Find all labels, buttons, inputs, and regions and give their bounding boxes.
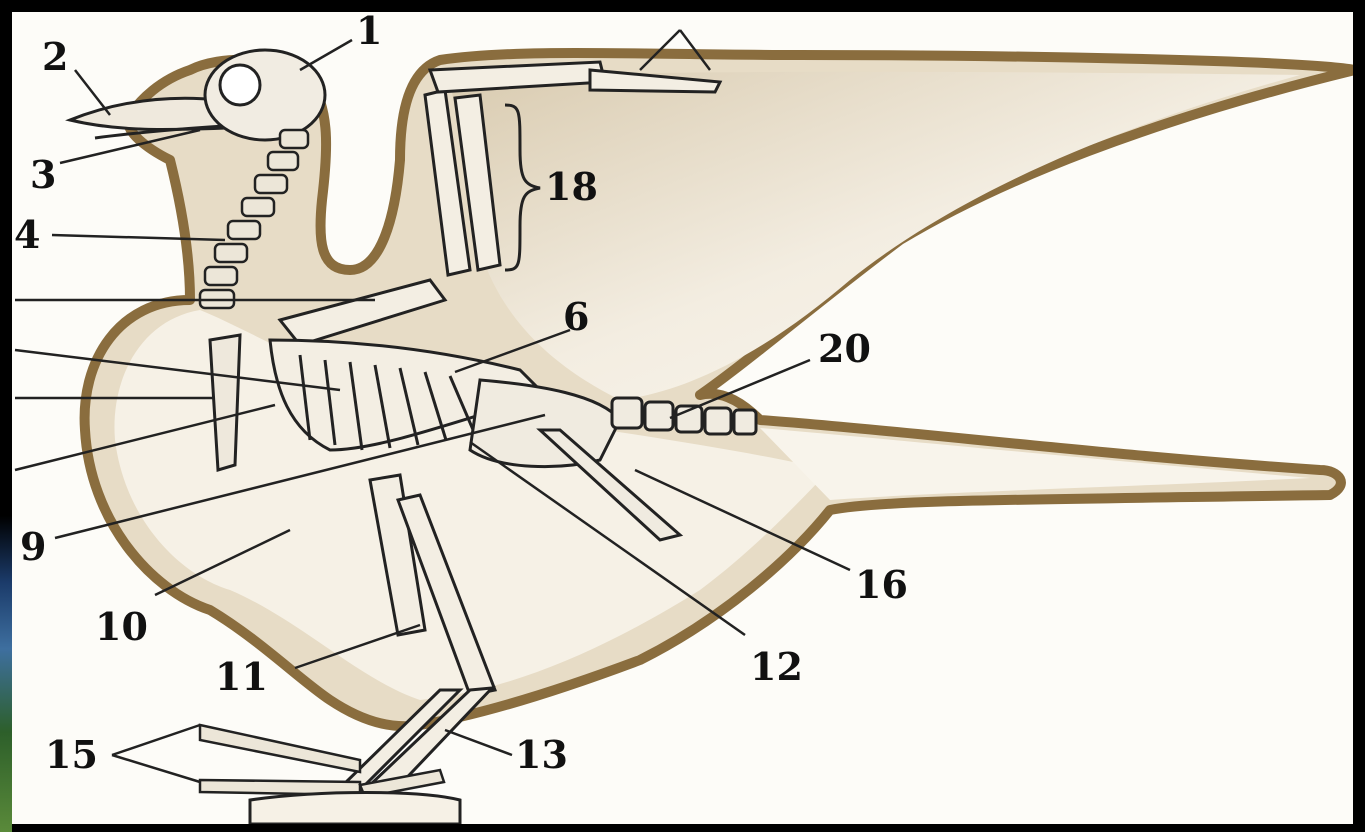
- label-20: 20: [818, 326, 871, 371]
- label-15: 15: [45, 732, 98, 777]
- label-18: 18: [545, 164, 598, 209]
- label-1: 1: [356, 12, 382, 53]
- label-2: 2: [42, 34, 68, 79]
- label-6: 6: [563, 294, 589, 339]
- perch: [250, 793, 460, 825]
- beak: [70, 98, 225, 129]
- diagram-canvas: 1 2 3 4 6 9 10 11 12 13 15 16 18 20: [12, 12, 1353, 824]
- label-13: 13: [515, 732, 568, 777]
- label-3: 3: [30, 152, 56, 197]
- label-10: 10: [95, 604, 148, 649]
- label-11: 11: [215, 654, 268, 699]
- eye-orbit: [220, 65, 260, 105]
- background-strip: [0, 0, 12, 832]
- label-9: 9: [20, 524, 46, 569]
- label-12: 12: [750, 644, 803, 689]
- bird-skeleton-diagram: 1 2 3 4 6 9 10 11 12 13 15 16 18 20: [12, 12, 1353, 824]
- label-4: 4: [14, 212, 40, 257]
- label-16: 16: [855, 562, 908, 607]
